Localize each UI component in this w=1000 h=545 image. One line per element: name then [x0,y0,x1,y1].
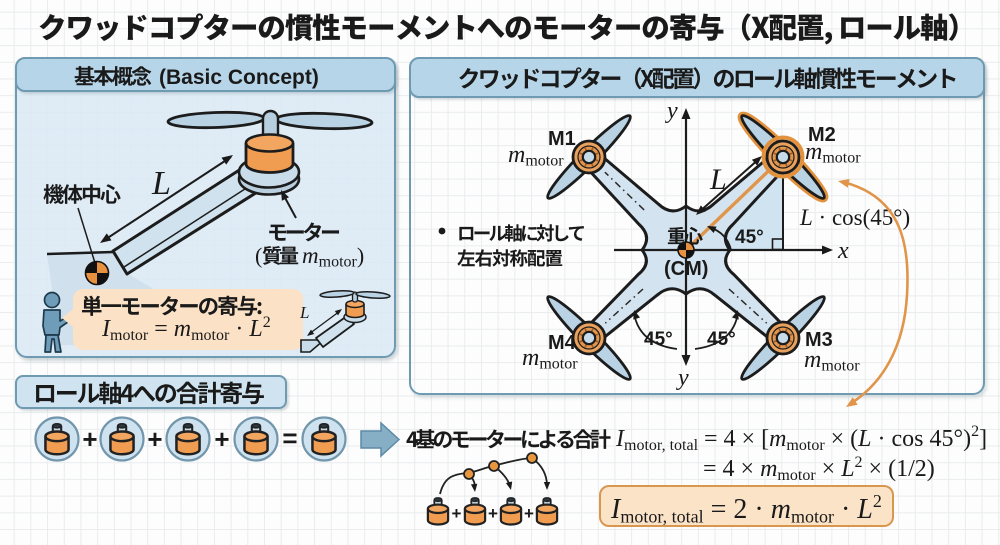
svg-text:M3: M3 [805,329,833,351]
svg-text:Imotor, total = 2 · mmotor · L: Imotor, total = 2 · mmotor · L2 [610,491,882,527]
svg-text:+: + [214,424,229,454]
svg-text:= 4 × mmotor × L2 × (1/2): = 4 × mmotor × L2 × (1/2) [703,454,935,484]
svg-text:mmotor: mmotor [805,139,861,167]
svg-text:+: + [488,504,498,523]
svg-text:45°: 45° [644,329,673,350]
svg-text:M2: M2 [808,124,836,146]
svg-text:+: + [524,504,534,523]
svg-text:+: + [82,424,97,454]
svg-text:(CM): (CM) [664,258,708,280]
svg-text:M1: M1 [548,128,576,150]
svg-text:45°: 45° [735,227,764,248]
svg-text:Imotor, total = 4 × [mmotor ×: Imotor, total = 4 × [mmotor × (L · cos 4… [615,423,987,454]
svg-text:45°: 45° [707,329,736,350]
svg-text:y: y [665,98,678,124]
svg-text:y: y [676,365,689,391]
svg-text:mmotor: mmotor [508,142,564,170]
svg-text:x: x [837,238,849,264]
svg-text:+: + [147,424,162,454]
svg-text:L: L [299,303,309,322]
svg-text:L: L [151,165,171,202]
svg-text:+: + [452,504,462,523]
svg-text:mmotor: mmotor [804,347,860,375]
svg-text:=: = [282,423,297,453]
svg-text:(Basic Concept): (Basic Concept) [159,66,319,89]
svg-text:mmotor): mmotor) [302,243,364,271]
svg-text:M4: M4 [548,332,577,354]
svg-text:mmotor: mmotor [522,345,578,373]
svg-text:(: ( [255,243,262,268]
svg-text:L: L [709,163,727,196]
svg-text:Imotor = mmotor · L2: Imotor = mmotor · L2 [101,314,271,344]
